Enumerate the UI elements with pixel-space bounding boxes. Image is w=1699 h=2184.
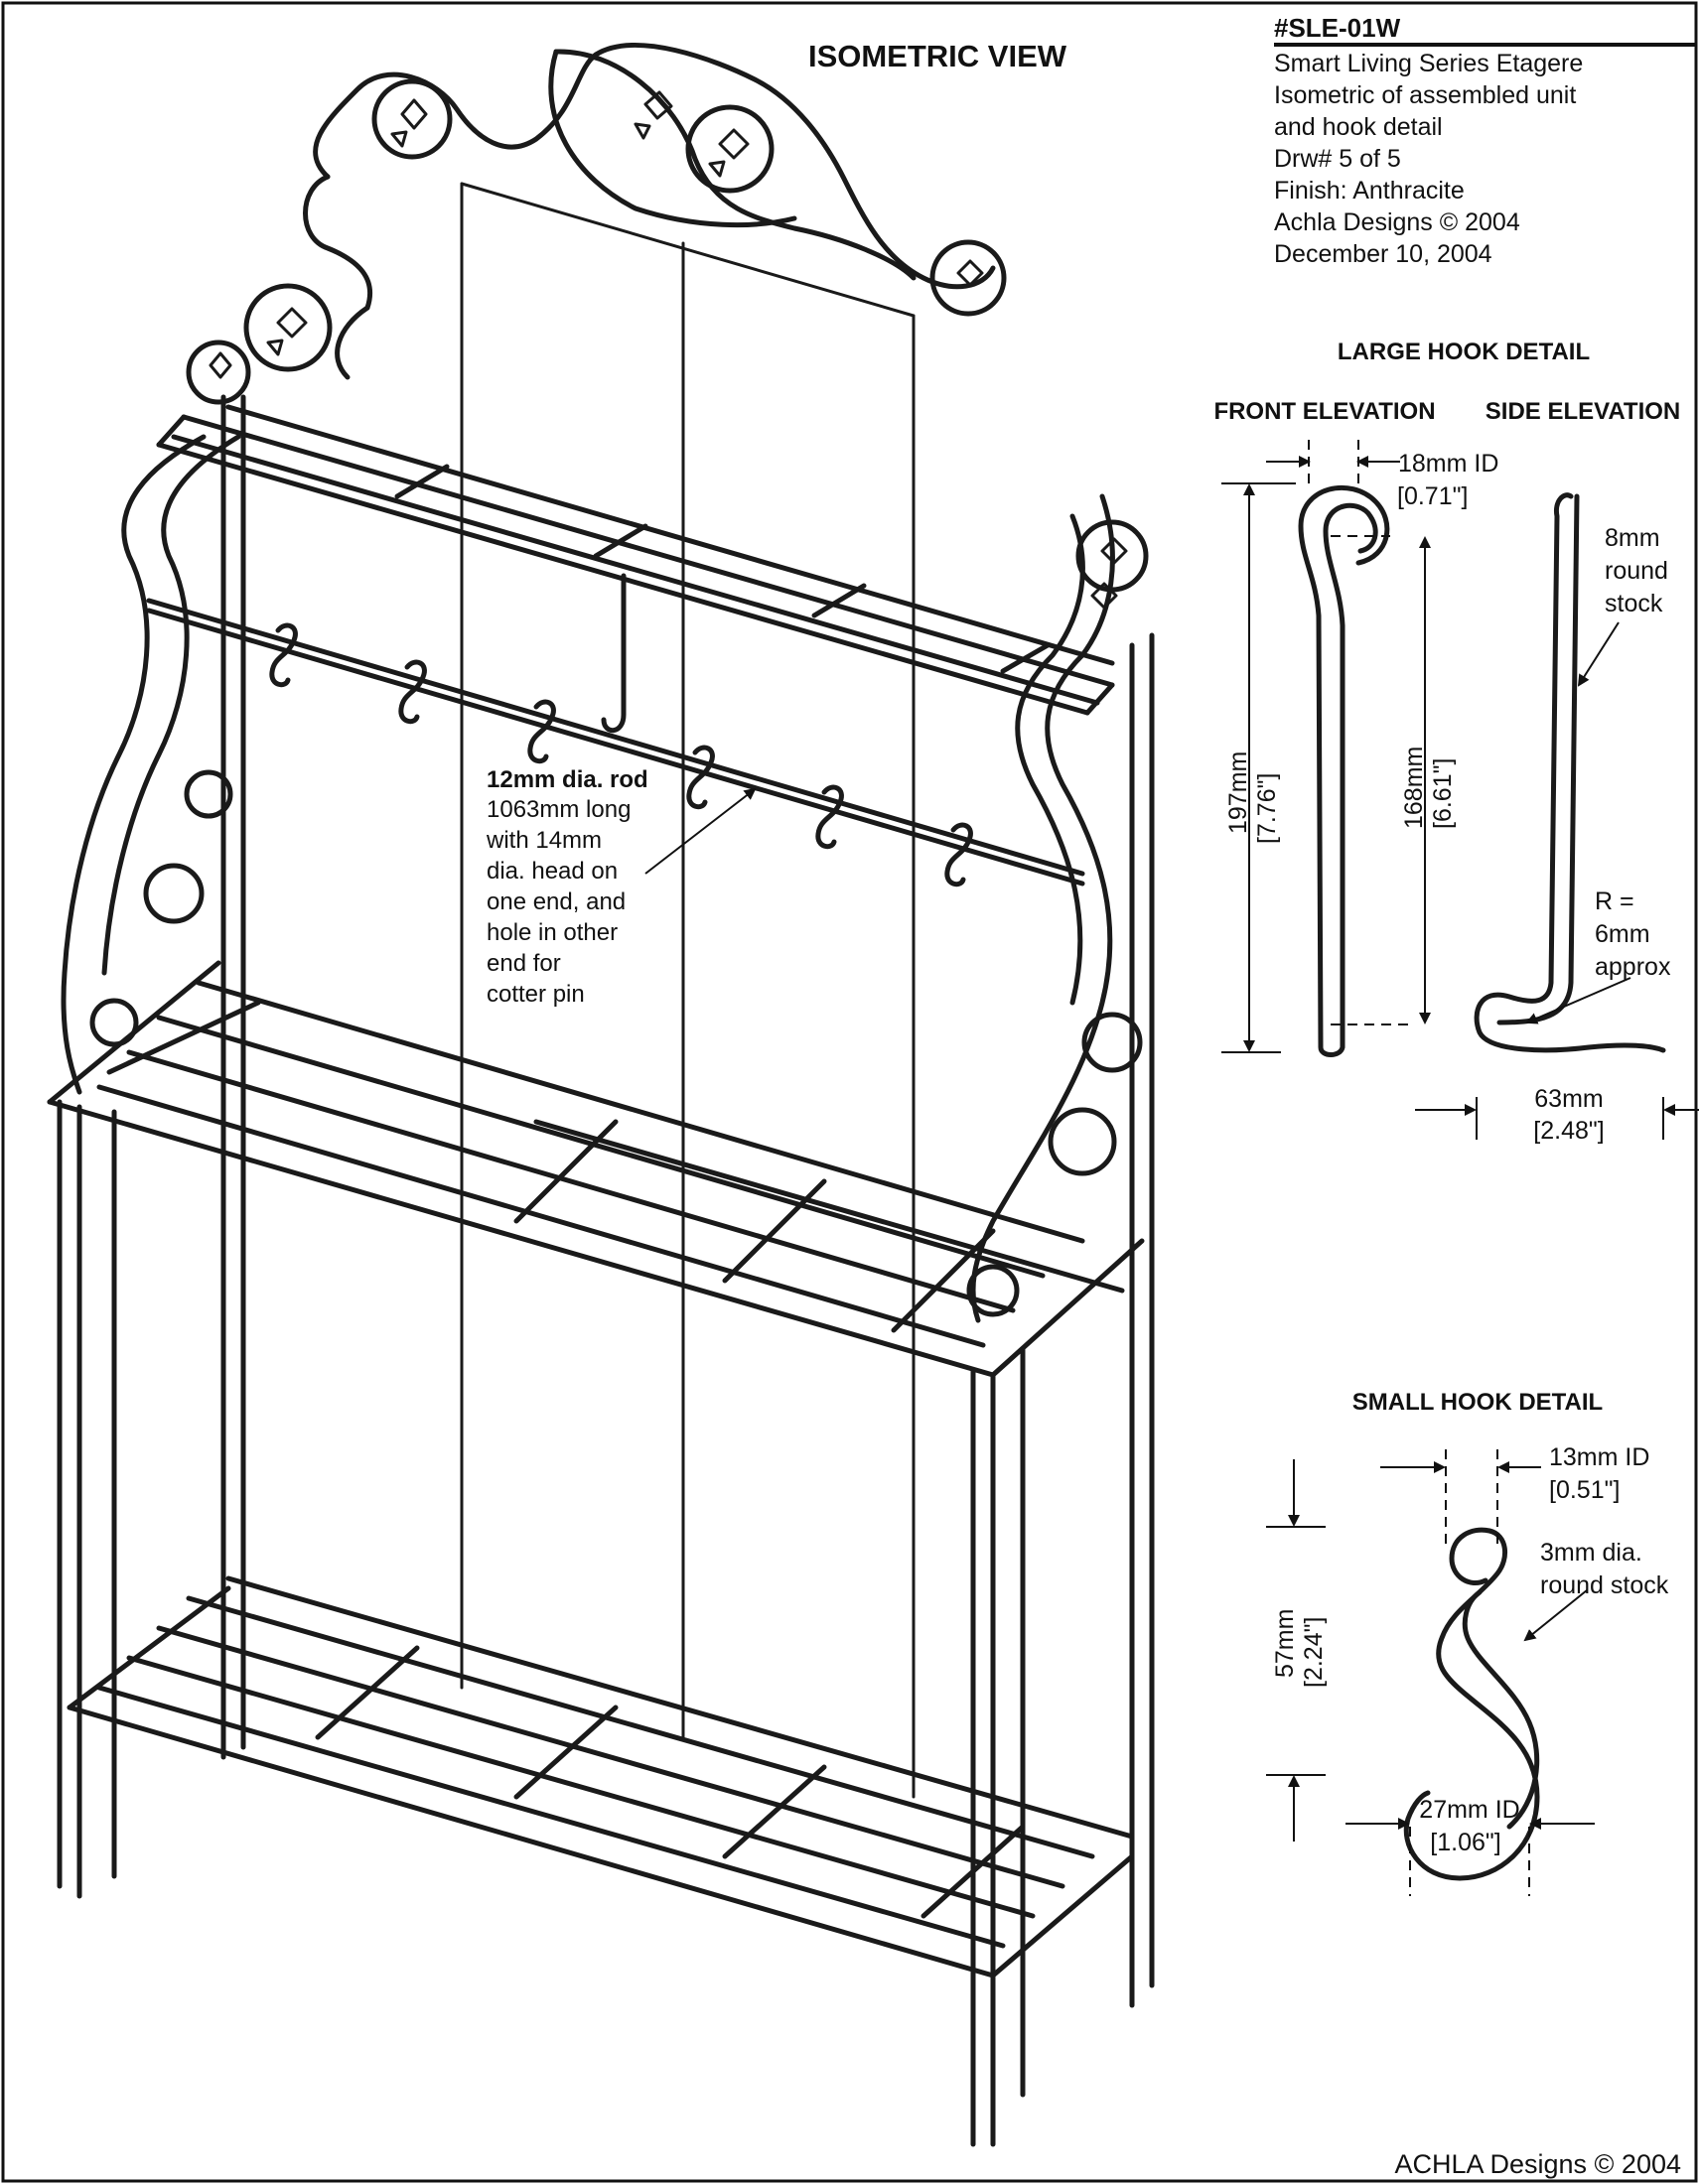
small-hook-height-mm: 57mm — [1271, 1609, 1299, 1678]
title-block: #SLE-01W Smart Living Series Etagere Iso… — [1274, 13, 1696, 268]
small-hooks-on-rod — [269, 573, 973, 887]
hanging-rod — [146, 598, 1085, 887]
large-hook-radius: 6mm — [1595, 920, 1650, 948]
small-hook-top-id-mm: 13mm ID — [1549, 1443, 1649, 1471]
side-elevation-label: SIDE ELEVATION — [1486, 398, 1680, 425]
stock-leader-arrow — [1577, 621, 1620, 687]
small-hook-detail: SMALL HOOK DETAIL 13mm ID [0.51"] 3mm di… — [1266, 1389, 1669, 1896]
small-hook-bottom-id-mm: 27mm ID — [1419, 1796, 1519, 1824]
title-line: December 10, 2004 — [1274, 240, 1492, 268]
large-hook-stock: round — [1605, 557, 1668, 585]
large-hook-width-mm: 63mm — [1534, 1085, 1603, 1113]
back-panel-wires — [460, 182, 916, 1799]
title-line: Drw# 5 of 5 — [1274, 145, 1401, 173]
middle-shelf — [47, 960, 1145, 1378]
small-stock-leader-arrow — [1523, 1589, 1588, 1642]
part-number: #SLE-01W — [1274, 13, 1401, 43]
rod-note-bold: 12mm dia. rod — [487, 766, 648, 793]
rod-leader-arrow — [644, 787, 757, 875]
rod-note: 12mm dia. rod 1063mm long with 14mm dia.… — [486, 766, 648, 1008]
large-hook-stock: stock — [1605, 590, 1663, 617]
large-hook-id-in: [0.71"] — [1397, 482, 1468, 510]
large-hook-radius: approx — [1595, 953, 1671, 981]
large-hook-shank-in: [6.61"] — [1429, 758, 1457, 829]
title-line: Smart Living Series Etagere — [1274, 50, 1583, 77]
rod-note-line: dia. head on — [487, 858, 618, 885]
rod-note-line: cotter pin — [487, 981, 585, 1008]
radius-leader-arrow — [1525, 977, 1631, 1024]
large-hook-height-in: [7.76"] — [1253, 773, 1281, 844]
bottom-shelf — [67, 1575, 1135, 1979]
large-hook-height-mm: 197mm — [1224, 751, 1252, 834]
etagere-isometric: 12mm dia. rod 1063mm long with 14mm dia.… — [47, 43, 1155, 2147]
small-hook-height-in: [2.24"] — [1300, 1617, 1328, 1688]
isometric-heading: ISOMETRIC VIEW — [808, 39, 1067, 73]
side-frames — [61, 434, 1143, 1323]
title-line: Achla Designs © 2004 — [1274, 208, 1520, 236]
large-hook-side-view — [1474, 492, 1666, 1053]
title-line: and hook detail — [1274, 113, 1443, 141]
small-hook-heading: SMALL HOOK DETAIL — [1352, 1389, 1603, 1416]
rod-note-line: hole in other — [487, 919, 618, 946]
title-line: Isometric of assembled unit — [1274, 81, 1576, 109]
large-hook-stock: 8mm — [1605, 524, 1660, 552]
front-elevation-label: FRONT ELEVATION — [1213, 398, 1435, 425]
large-hook-radius: R = — [1595, 887, 1634, 915]
leaf-ornaments — [209, 90, 1128, 610]
large-hook-detail: LARGE HOOK DETAIL FRONT ELEVATION SIDE E… — [1213, 339, 1699, 1145]
footer-copyright: ACHLA Designs © 2004 — [1394, 2149, 1681, 2179]
rod-note-line: 1063mm long — [487, 796, 631, 823]
large-hook-heading: LARGE HOOK DETAIL — [1338, 339, 1590, 365]
crest-scroll — [186, 43, 1149, 593]
rod-note-line: end for — [487, 950, 561, 977]
rod-note-line: one end, and — [487, 888, 626, 915]
small-hook-top-id-in: [0.51"] — [1549, 1476, 1620, 1504]
small-hook-drawing — [1403, 1527, 1540, 1881]
large-hook-id-mm: 18mm ID — [1398, 450, 1498, 478]
title-line: Finish: Anthracite — [1274, 177, 1465, 205]
small-hook-stock: round stock — [1540, 1571, 1669, 1599]
large-hook-shank-mm: 168mm — [1400, 747, 1428, 829]
rod-note-line: with 14mm — [486, 827, 602, 854]
large-hook-width-in: [2.48"] — [1533, 1117, 1604, 1145]
small-hook-stock: 3mm dia. — [1540, 1539, 1642, 1567]
small-hook-bottom-id-in: [1.06"] — [1430, 1829, 1500, 1856]
